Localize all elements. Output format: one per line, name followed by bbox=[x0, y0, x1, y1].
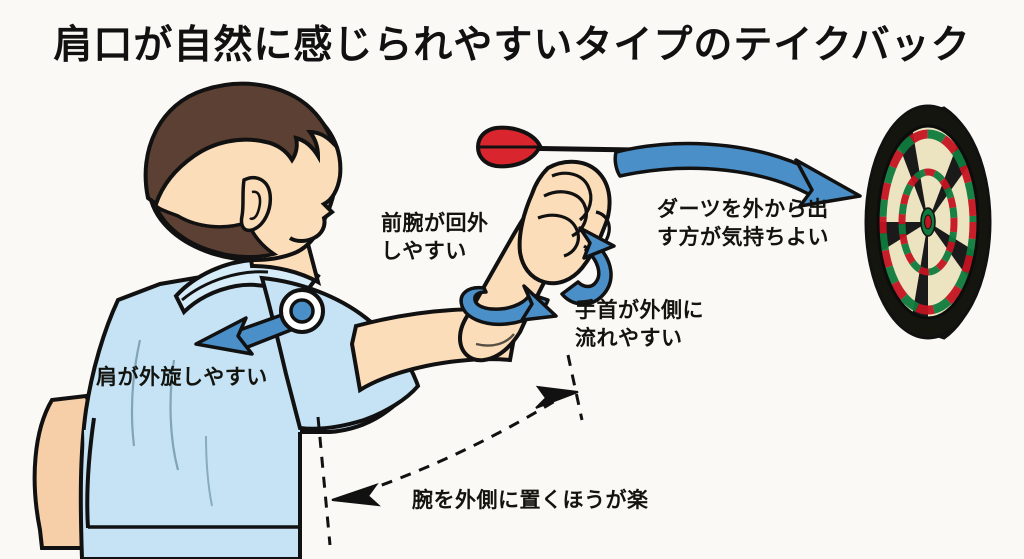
shirt-side-seam bbox=[85, 417, 96, 529]
hair-nape bbox=[154, 204, 279, 259]
shirt-fold-1 bbox=[130, 339, 142, 447]
shoulder-rotation-arrow[interactable] bbox=[194, 288, 325, 356]
caption-wrist-outward: 手首が外側に 流れやすい bbox=[575, 298, 704, 350]
rotation-body bbox=[560, 240, 613, 306]
caption-arm-placement: 腕を外側に置くほうが楽 bbox=[412, 488, 649, 512]
person-figure bbox=[32, 81, 421, 559]
caption-forearm-supination: 前腕が回外 しやすい bbox=[381, 211, 489, 263]
dartboard-double-ring bbox=[877, 129, 979, 315]
trajectory-body bbox=[613, 141, 824, 198]
shirt-fold-3 bbox=[205, 435, 213, 507]
elbow-crease bbox=[475, 333, 515, 347]
ear bbox=[239, 175, 273, 233]
hair bbox=[143, 81, 336, 208]
forearm-rotation-arrow[interactable] bbox=[560, 226, 616, 306]
wrist-wrap-arrowhead bbox=[520, 284, 558, 322]
finger-3 bbox=[537, 213, 580, 258]
dashed-vertical-right bbox=[566, 354, 584, 421]
wrist-wrap-arrow[interactable] bbox=[459, 284, 558, 327]
dart-trajectory-arrow[interactable] bbox=[613, 141, 862, 208]
trajectory-arrowhead bbox=[794, 158, 862, 208]
face-profile bbox=[288, 116, 343, 243]
ear-inner bbox=[249, 190, 262, 221]
dashed-vertical-left bbox=[316, 416, 332, 546]
collar-fold bbox=[181, 270, 269, 302]
throwing-arm bbox=[349, 159, 612, 394]
shirt-hem bbox=[84, 430, 300, 528]
arm-placement-guides bbox=[316, 354, 584, 546]
dartboard-bullseye bbox=[924, 214, 932, 230]
shirt-fold-2 bbox=[169, 359, 180, 471]
dartboard[interactable] bbox=[864, 104, 992, 340]
dartboard-inner-edge bbox=[876, 124, 980, 320]
rotation-arrowhead bbox=[578, 226, 616, 260]
page-title: 肩口が自然に感じられやすいタイプのテイクバック bbox=[53, 23, 971, 68]
dashed-arrowhead-left bbox=[331, 483, 381, 507]
shoulder-arrowhead bbox=[194, 316, 254, 356]
dartboard-triple-ring bbox=[898, 168, 958, 276]
caption-shoulder-external-rotation: 肩が外旋しやすい bbox=[96, 365, 268, 389]
shoulder-joint-dot-inner bbox=[289, 298, 315, 324]
dashed-arrowhead-right bbox=[535, 385, 579, 409]
caption-dart-path: ダーツを外から出 す方が気持ちよい bbox=[657, 197, 829, 249]
